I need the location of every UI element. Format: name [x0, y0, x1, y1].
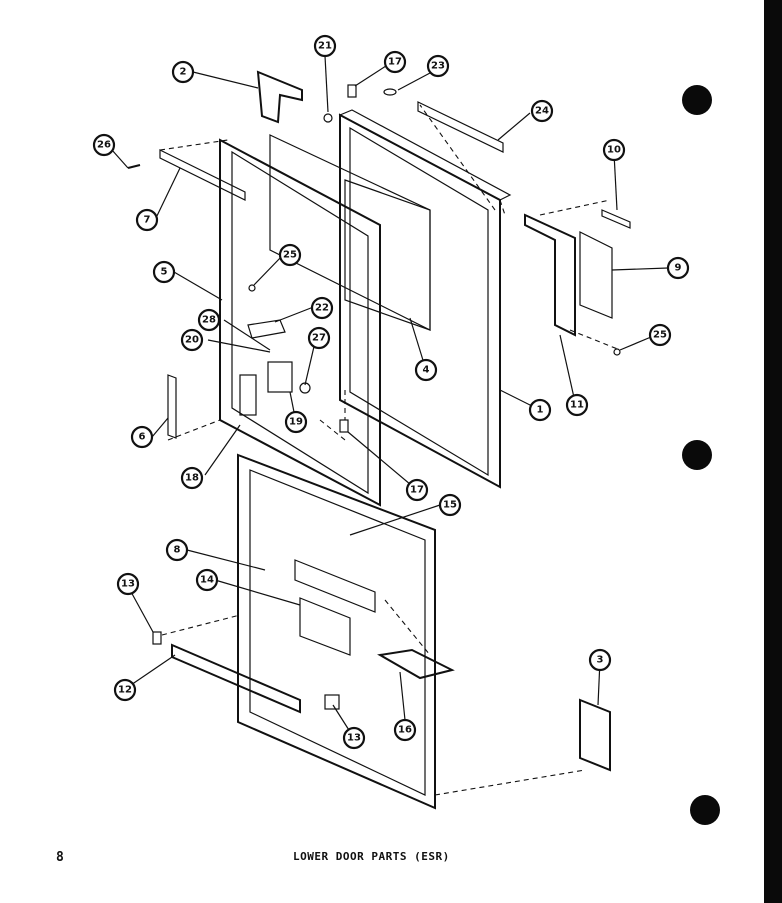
callout-18: 18 [180, 466, 204, 490]
binder-hole-bottom [690, 795, 720, 825]
svg-text:21: 21 [318, 41, 332, 52]
trim-strip-7 [159, 149, 246, 201]
assembly-lines [159, 104, 621, 796]
callout-13-bottom: 13 [342, 726, 366, 750]
page-binding-edge [764, 0, 782, 903]
part-3-block [579, 698, 611, 772]
callout-17-top: 17 [383, 50, 407, 74]
svg-text:17: 17 [388, 57, 402, 68]
svg-text:25: 25 [653, 330, 667, 341]
callout-6: 6 [130, 425, 154, 449]
callout-26: 26 [92, 133, 116, 157]
svg-text:16: 16 [398, 725, 412, 736]
callout-9: 9 [666, 256, 690, 280]
callout-12: 12 [113, 678, 137, 702]
fasteners [127, 84, 621, 356]
hinge-bracket-2 [256, 70, 303, 124]
callout-4: 4 [414, 358, 438, 382]
callout-11: 11 [565, 393, 589, 417]
svg-text:12: 12 [118, 685, 132, 696]
leader-lines [111, 55, 669, 739]
svg-text:17: 17 [410, 485, 424, 496]
callout-19: 19 [284, 410, 308, 434]
svg-text:7: 7 [144, 215, 151, 226]
callout-21: 21 [313, 34, 337, 58]
callout-24: 24 [530, 99, 554, 123]
lower-door-panel [237, 453, 436, 810]
callout-10: 10 [602, 138, 626, 162]
callout-27: 27 [307, 326, 331, 350]
svg-text:19: 19 [289, 417, 303, 428]
svg-text:28: 28 [202, 315, 216, 326]
callout-2: 2 [171, 60, 195, 84]
clip-13b [324, 694, 340, 710]
svg-text:14: 14 [200, 575, 214, 586]
hinge-assembly [239, 319, 349, 433]
svg-text:11: 11 [570, 400, 584, 411]
callout-3: 3 [588, 648, 612, 672]
callout-25-right: 25 [648, 323, 672, 347]
svg-text:8: 8 [174, 545, 181, 556]
svg-text:2: 2 [180, 67, 187, 78]
svg-text:25: 25 [283, 250, 297, 261]
callout-13-top: 13 [116, 572, 140, 596]
svg-text:1: 1 [537, 405, 544, 416]
side-strip-6 [167, 374, 177, 439]
svg-text:20: 20 [185, 335, 199, 346]
shelf-bracket-16 [377, 648, 455, 680]
top-trim-strip [417, 101, 504, 153]
callout-15: 15 [438, 493, 462, 517]
callout-25-left: 25 [278, 243, 302, 267]
svg-text:4: 4 [423, 365, 430, 376]
svg-text:18: 18 [185, 473, 199, 484]
svg-text:3: 3 [597, 655, 604, 666]
svg-text:6: 6 [139, 432, 146, 443]
binder-hole-middle [682, 440, 712, 470]
kick-strip-12 [171, 643, 301, 714]
svg-text:5: 5 [161, 267, 168, 278]
svg-text:23: 23 [431, 61, 445, 72]
callout-16: 16 [393, 718, 417, 742]
svg-text:9: 9 [675, 263, 682, 274]
callout-28: 28 [197, 308, 221, 332]
svg-text:27: 27 [312, 333, 326, 344]
svg-text:24: 24 [535, 106, 549, 117]
callout-14: 14 [195, 568, 219, 592]
outer-door-panel [338, 109, 512, 489]
callout-1: 1 [528, 398, 552, 422]
page-number: 8 [56, 850, 64, 865]
callout-17-bottom: 17 [405, 478, 429, 502]
svg-text:22: 22 [315, 303, 329, 314]
callout-20: 20 [180, 328, 204, 352]
svg-text:13: 13 [121, 579, 135, 590]
callout-23: 23 [426, 54, 450, 78]
svg-text:10: 10 [607, 145, 621, 156]
callout-7: 7 [135, 208, 159, 232]
callout-8: 8 [165, 538, 189, 562]
clip-13 [152, 631, 162, 645]
svg-text:26: 26 [97, 140, 111, 151]
insulation-block [269, 134, 431, 331]
svg-text:15: 15 [443, 500, 457, 511]
svg-text:13: 13 [347, 733, 361, 744]
binder-hole-top [682, 85, 712, 115]
callout-22: 22 [310, 296, 334, 320]
diagram-caption: LOWER DOOR PARTS (ESR) [293, 850, 450, 863]
door-liner-frame [219, 138, 381, 507]
callout-5: 5 [152, 260, 176, 284]
door-handle [524, 209, 631, 337]
